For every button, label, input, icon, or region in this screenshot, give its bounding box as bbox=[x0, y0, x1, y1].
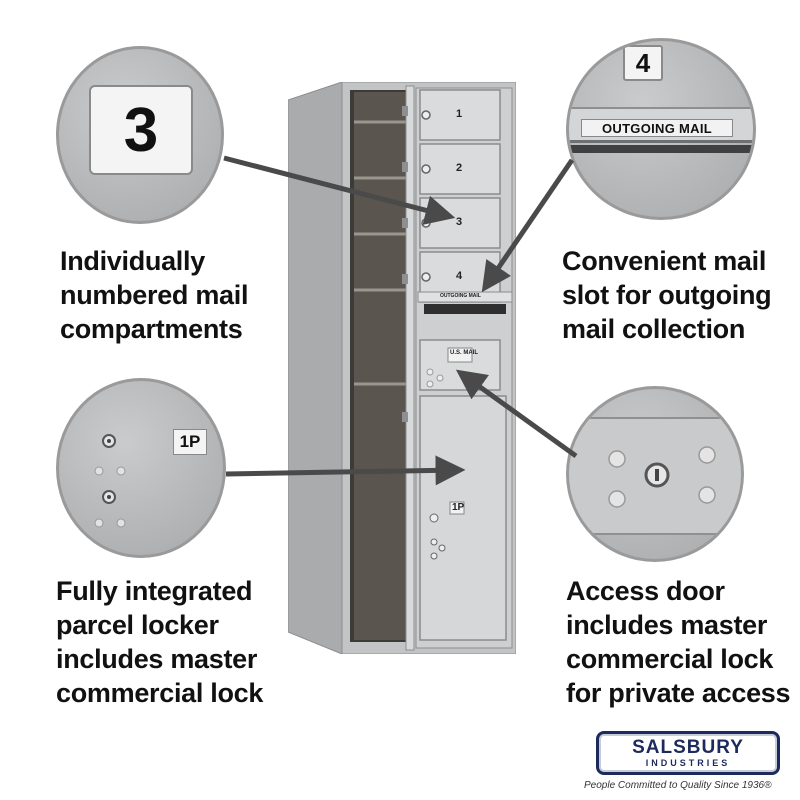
compartment-number-zoom: 3 bbox=[56, 46, 224, 224]
door-number-3: 3 bbox=[456, 216, 463, 228]
door-number-1: 1 bbox=[456, 108, 463, 120]
parcel-locker-caption: Fully integrated parcel locker includes … bbox=[56, 576, 264, 708]
parcel-label: 1P bbox=[452, 502, 465, 513]
mailbox-illustration bbox=[287, 81, 517, 655]
access-lock-icon bbox=[608, 446, 716, 508]
access-door-caption: Access door includes master commercial l… bbox=[566, 576, 791, 708]
door-number-4: 4 bbox=[456, 270, 463, 282]
access-label: U.S. MAIL bbox=[450, 350, 478, 356]
outgoing-slot-caption: Convenient mail slot for outgoing mail c… bbox=[562, 246, 772, 344]
outgoing-slot-zoom: 4 OUTGOING MAIL bbox=[566, 38, 756, 220]
outgoing-label-plate: OUTGOING MAIL bbox=[581, 119, 733, 137]
brand-tagline: People Committed to Quality Since 1936® bbox=[584, 780, 772, 791]
door-number-2: 2 bbox=[456, 162, 463, 174]
salsbury-logo: SALSBURY INDUSTRIES bbox=[596, 731, 780, 775]
access-door-zoom bbox=[566, 386, 744, 562]
parcel-locker-zoom: 1P bbox=[56, 378, 226, 558]
brand-sub: INDUSTRIES bbox=[645, 757, 731, 768]
parcel-lock-icon bbox=[94, 434, 126, 528]
parcel-number-plate: 1P bbox=[173, 429, 207, 455]
outgoing-number-plate: 4 bbox=[623, 45, 663, 81]
mailbox-unit: 1 2 3 4 OUTGOING MAIL U.S. MAIL 1P bbox=[287, 81, 517, 655]
outgoing-slot-gap bbox=[569, 145, 753, 153]
slot-label: OUTGOING MAIL bbox=[440, 293, 481, 299]
compartment-number-plate: 3 bbox=[89, 85, 193, 175]
brand-name: SALSBURY bbox=[632, 736, 744, 758]
compartments-caption: Individually numbered mail compartments bbox=[60, 246, 249, 344]
